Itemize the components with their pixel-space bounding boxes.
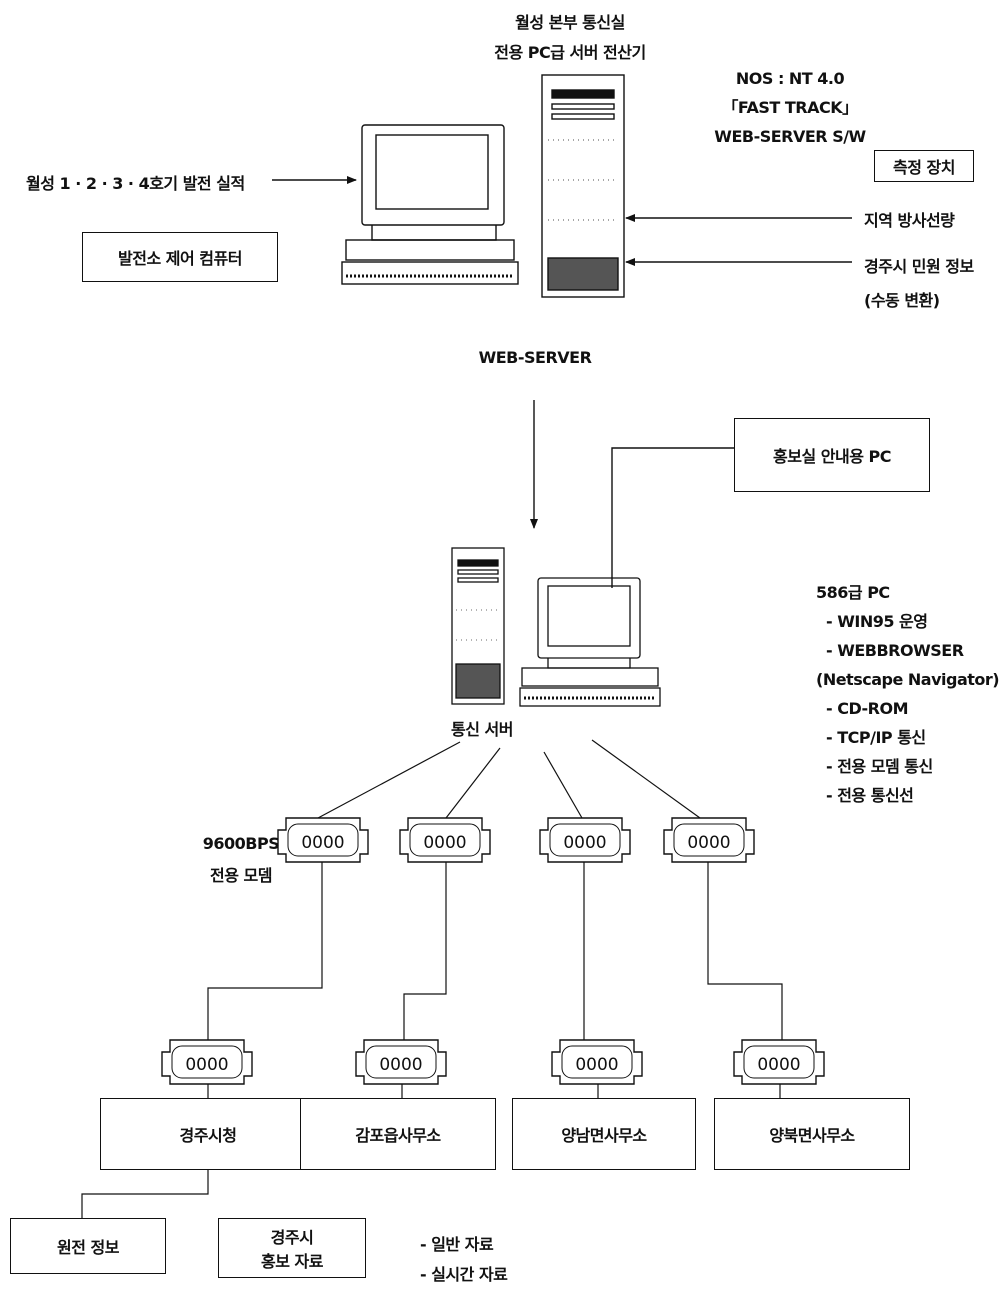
office-box-yangnam: 양남면사무소 [512,1098,696,1170]
modem-row-bottom: 0000 0000 0000 0000 [161,1039,825,1085]
nuclear-info-box: 원전 정보 [10,1218,166,1274]
control-computer-label: 발전소 제어 컴퓨터 [118,249,242,268]
modem-icon: 0000 [539,817,631,863]
modem-icon: 0000 [663,817,755,863]
server-spec: NOS : NT 4.0 「FAST TRACK」 WEB-SERVER S/W [700,64,880,151]
server-modem-lines [317,739,701,819]
modem-icon: 0000 [161,1039,253,1085]
leased-lines [207,862,783,1040]
pc-spec-title: 586급 PC [816,583,890,602]
data-type-item: - 일반 자료 [420,1235,494,1254]
modem-text: 0000 [687,833,730,853]
comm-server-label: 통신 서버 [451,720,513,739]
civil-info-line2: (수동 변환) [864,291,940,310]
office-label: 양북면사무소 [769,1126,855,1145]
pr-data-line1: 경주시 [270,1228,314,1247]
comm-server-tower-icon [451,547,505,705]
office-box-gyeongju: 경주시청 [100,1098,316,1170]
modem-label: 9600BPS 전용 모뎀 [196,828,286,892]
pc-spec-item: (Netscape Navigator) [816,670,999,689]
modem-text: 0000 [185,1055,228,1075]
header-title: 월성 본부 통신실 전용 PC급 서버 전산기 [470,8,670,68]
modem-text: 0000 [301,833,344,853]
pc-spec-item: - TCP/IP 통신 [826,728,926,747]
pr-pc-connector [611,447,734,588]
desktop-computer-icon [341,124,519,285]
pc-spec-item: - WEBBROWSER [826,641,964,660]
pr-pc-label: 홍보실 안내용 PC [773,447,891,466]
modem-row-top: 0000 0000 0000 0000 [277,817,755,863]
modem-icon: 0000 [733,1039,825,1085]
modem-label-line2: 전용 모뎀 [210,866,272,885]
modem-icon: 0000 [551,1039,643,1085]
modem-icon: 0000 [355,1039,447,1085]
measurement-device-label: 측정 장치 [893,158,955,177]
header-line2: 전용 PC급 서버 전산기 [494,43,646,62]
pc-spec-item: - 전용 모뎀 통신 [826,757,933,776]
modem-text: 0000 [575,1055,618,1075]
modem-icon: 0000 [399,817,491,863]
modem-icon: 0000 [277,817,369,863]
data-type-item: - 실시간 자료 [420,1265,508,1284]
power-record-label: 월성 1 · 2 · 3 · 4호기 발전 실적 [26,174,245,193]
modem-label-line1: 9600BPS [202,834,280,853]
pr-data-box: 경주시 홍보 자료 [218,1218,366,1278]
modem-text: 0000 [563,833,606,853]
pc-spec-item: - CD-ROM [826,699,909,718]
office-tree-lines [81,1168,209,1218]
measurement-device-box: 측정 장치 [874,150,974,182]
modem-text: 0000 [757,1055,800,1075]
pc-spec-item: - 전용 통신선 [826,786,914,805]
modem-text: 0000 [423,833,466,853]
web-server-label: WEB-SERVER [478,348,592,367]
modem-text: 0000 [379,1055,422,1075]
server-spec-line1: NOS : NT 4.0 [735,69,845,88]
office-box-yangbuk: 양북면사무소 [714,1098,910,1170]
office-box-gampo: 감포읍사무소 [300,1098,496,1170]
civil-info-label: 경주시 민원 정보 (수동 변환) [864,250,974,318]
pc-spec-list: 586급 PC - WIN95 운영 - WEBBROWSER (Netscap… [816,578,999,810]
data-types-list: - 일반 자료 - 실시간 자료 [420,1230,508,1290]
pr-data-line2: 홍보 자료 [261,1252,323,1271]
office-label: 경주시청 [179,1126,237,1145]
modem-office-lines [207,1084,781,1098]
control-computer-box: 발전소 제어 컴퓨터 [82,232,278,282]
header-line1: 월성 본부 통신실 [515,13,625,32]
pc-spec-item: - WIN95 운영 [826,612,928,631]
office-label: 감포읍사무소 [355,1126,441,1145]
pr-pc-box: 홍보실 안내용 PC [734,418,930,492]
pr-desktop-icon [519,577,661,707]
nuclear-info-label: 원전 정보 [57,1238,119,1257]
server-spec-line2: 「FAST TRACK」 [722,98,858,117]
server-spec-line3: WEB-SERVER S/W [714,127,866,146]
tower-server-icon [541,74,625,298]
radiation-label: 지역 방사선량 [864,211,955,230]
civil-info-line1: 경주시 민원 정보 [864,257,974,276]
office-label: 양남면사무소 [561,1126,647,1145]
